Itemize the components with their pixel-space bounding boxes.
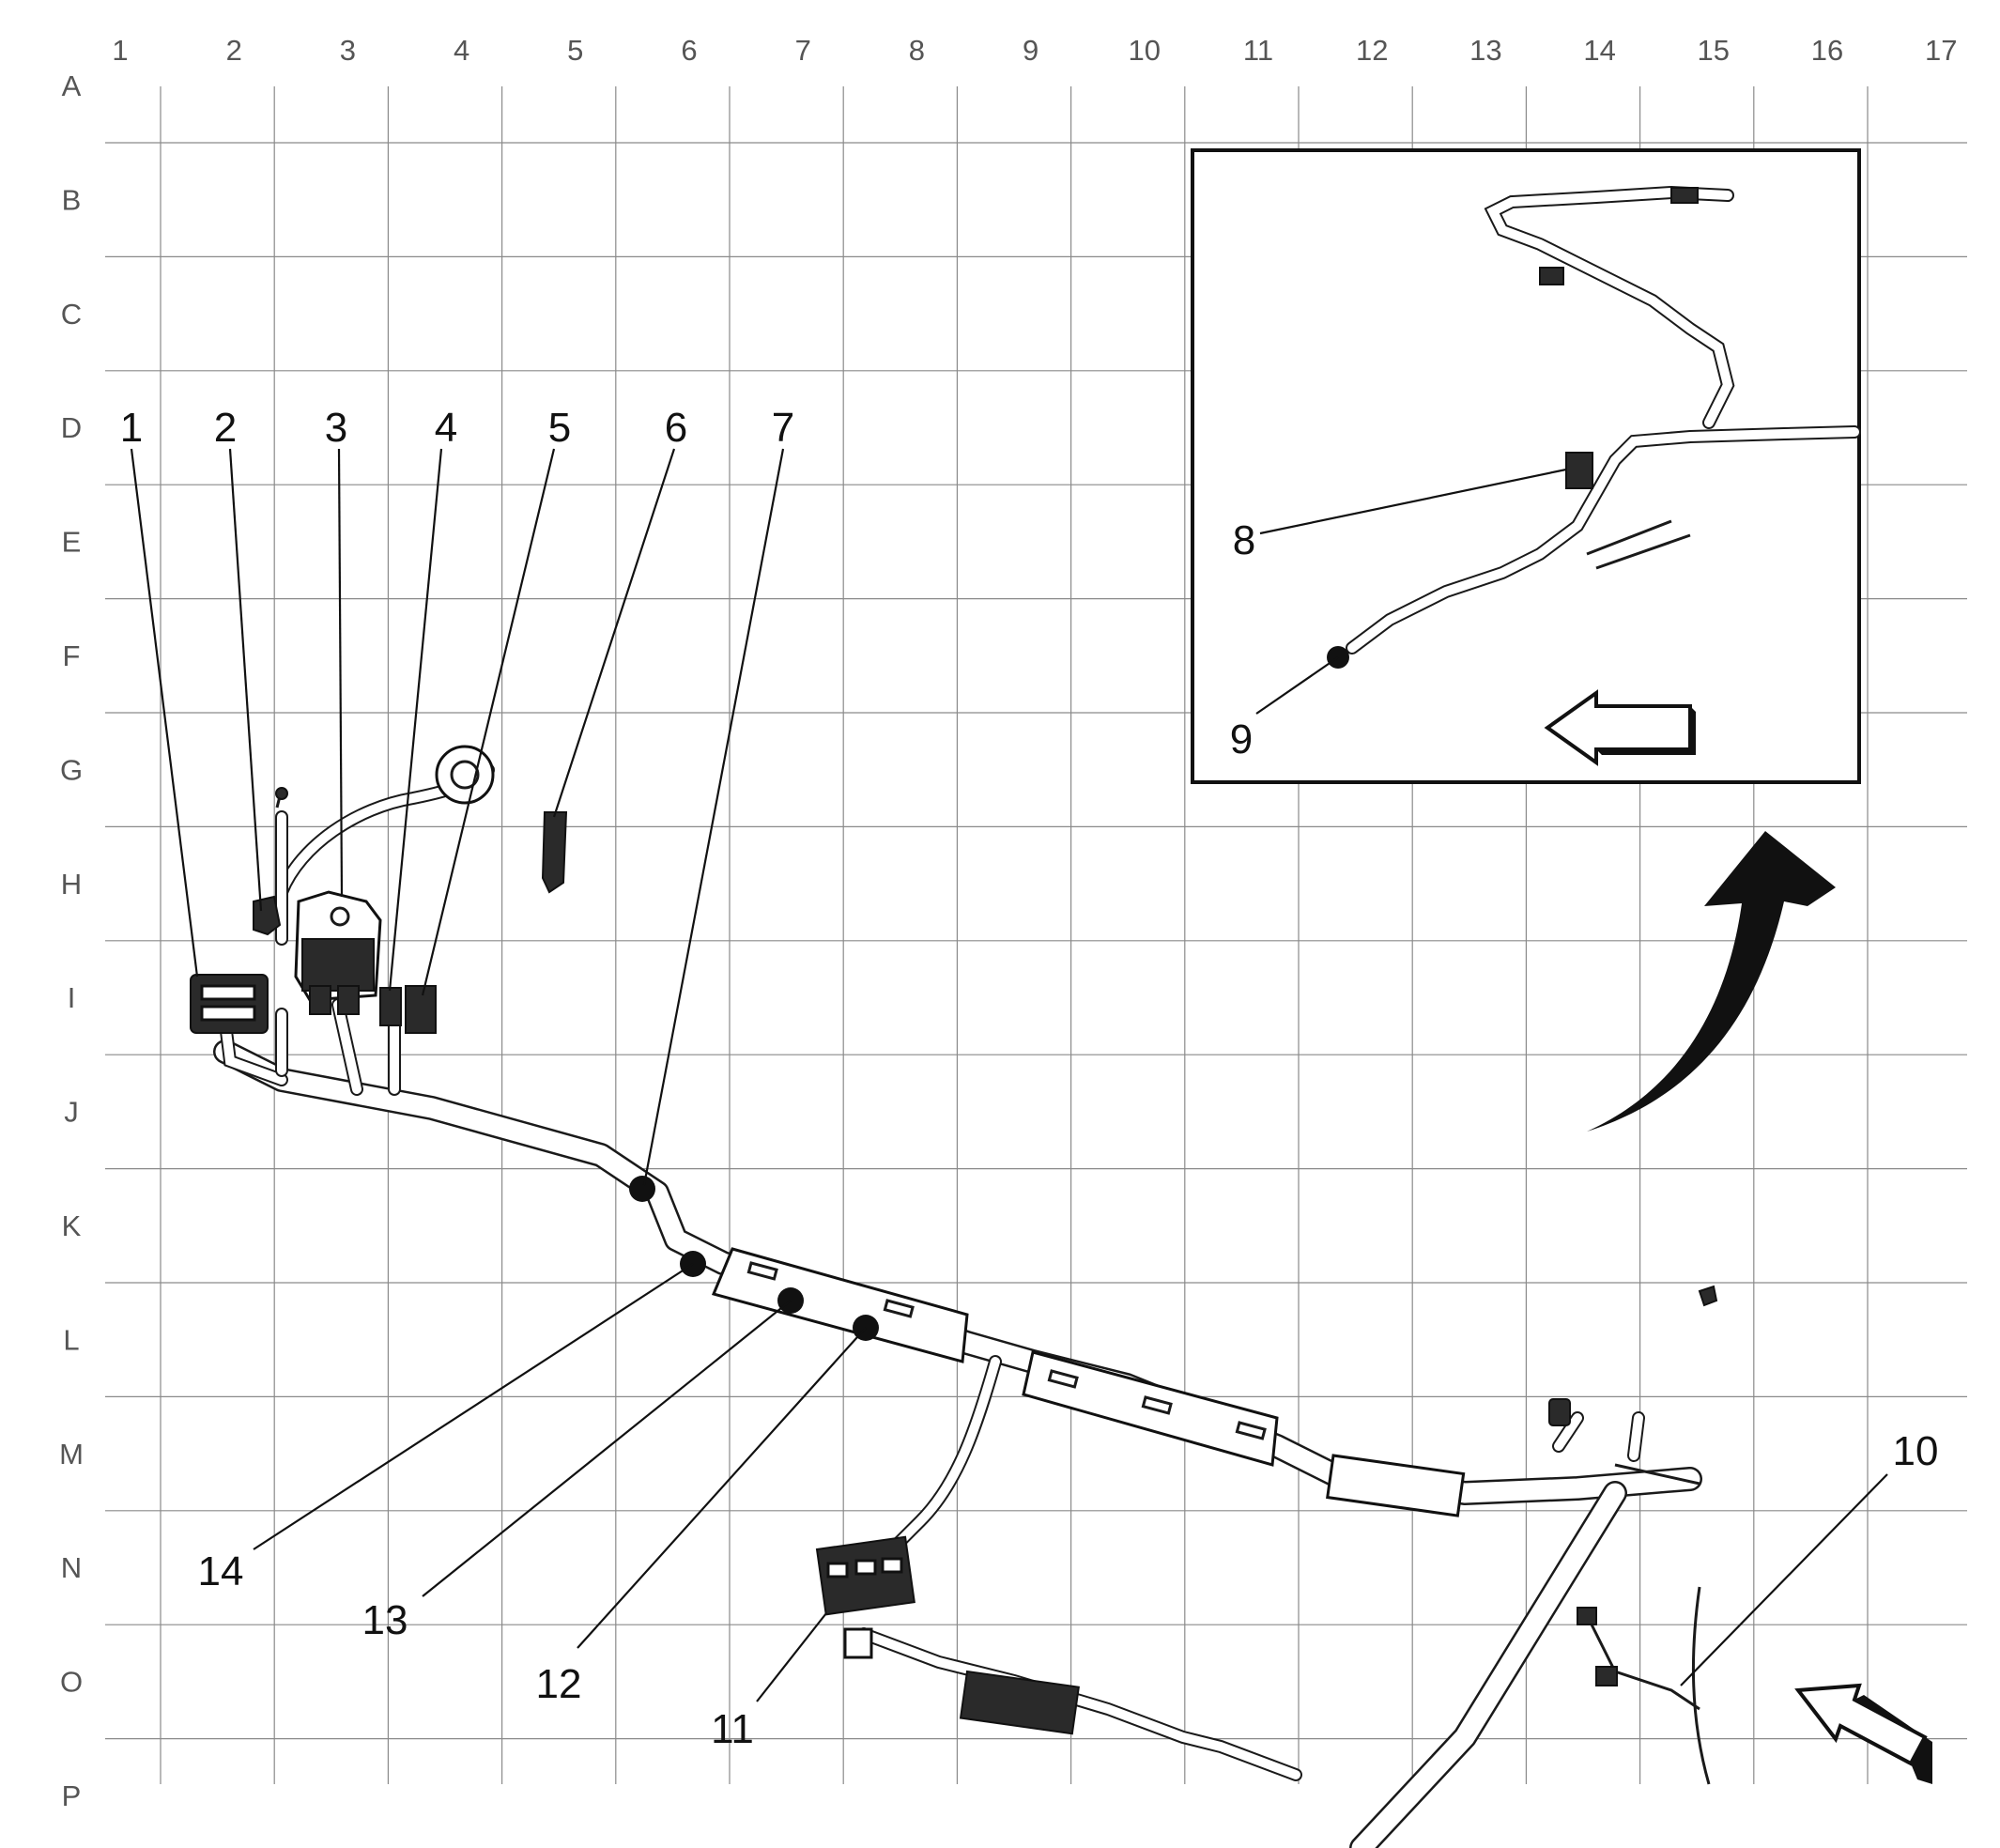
column-label: 9 (1023, 34, 1038, 67)
connector-11 (815, 1535, 915, 1616)
row-label: E (62, 526, 82, 559)
column-label: 14 (1583, 34, 1615, 67)
column-label: 10 (1129, 34, 1161, 67)
row-labels: A B C D E F G H I J K L M N O P (59, 69, 84, 1812)
row-label: D (61, 411, 82, 444)
row-label: C (61, 298, 82, 331)
lower-branch (815, 1355, 1302, 1781)
row-label: O (60, 1666, 83, 1699)
main-harness (213, 1040, 1702, 1517)
callout-11: 11 (711, 1706, 754, 1752)
connector-4 (379, 987, 402, 1026)
inset-frame (1191, 148, 1861, 784)
leader-lines (130, 448, 1888, 1702)
column-label: 2 (226, 34, 242, 67)
right-assembly (1349, 1285, 1718, 1848)
row-label: P (62, 1779, 82, 1812)
row-label: K (62, 1209, 82, 1242)
row-label: L (63, 1323, 79, 1356)
column-label: 17 (1925, 34, 1957, 67)
column-label: 16 (1811, 34, 1843, 67)
column-label: 1 (112, 34, 128, 67)
column-label: 13 (1469, 34, 1501, 67)
connector-2 (253, 895, 282, 936)
callout-10: 10 (1893, 1428, 1939, 1474)
callout-7: 7 (772, 405, 794, 451)
callout-4: 4 (435, 405, 457, 451)
connector-5 (405, 985, 437, 1034)
callout-5: 5 (548, 405, 571, 451)
callout-3: 3 (325, 405, 347, 451)
callout-8: 8 (1233, 517, 1255, 563)
callout-13: 13 (362, 1597, 408, 1643)
callout-14: 14 (198, 1548, 244, 1594)
row-label: N (61, 1551, 82, 1584)
row-label: J (64, 1096, 79, 1129)
callout-2: 2 (214, 405, 237, 451)
row-label: I (68, 981, 76, 1014)
dot-7 (629, 1176, 655, 1202)
row-label: B (62, 183, 82, 216)
view-direction-arrow-icon (1794, 1683, 1932, 1784)
column-label: 3 (340, 34, 356, 67)
row-label: H (61, 868, 82, 901)
callout-9: 9 (1230, 716, 1253, 762)
row-label: A (62, 69, 82, 102)
column-label: 6 (681, 34, 697, 67)
inset-detail (1191, 148, 1861, 784)
callout-1: 1 (120, 405, 143, 451)
row-label: G (60, 753, 83, 786)
module-1 (190, 974, 269, 1034)
column-label: 5 (567, 34, 583, 67)
row-label: M (59, 1438, 84, 1471)
column-label: 8 (909, 34, 925, 67)
connector-8 (1565, 452, 1593, 489)
bracket-6 (541, 811, 568, 894)
column-label: 11 (1243, 34, 1273, 67)
column-label: 15 (1698, 34, 1730, 67)
row-label: F (63, 639, 81, 672)
left-components (190, 787, 568, 1034)
curved-arrow-icon (1587, 831, 1836, 1132)
callout-labels: 1 2 3 4 5 6 7 8 9 10 11 12 13 14 (120, 405, 1939, 1752)
callout-6: 6 (665, 405, 687, 451)
column-label: 4 (454, 34, 469, 67)
column-label: 7 (795, 34, 811, 67)
column-label: 12 (1356, 34, 1388, 67)
callout-12: 12 (536, 1661, 582, 1707)
